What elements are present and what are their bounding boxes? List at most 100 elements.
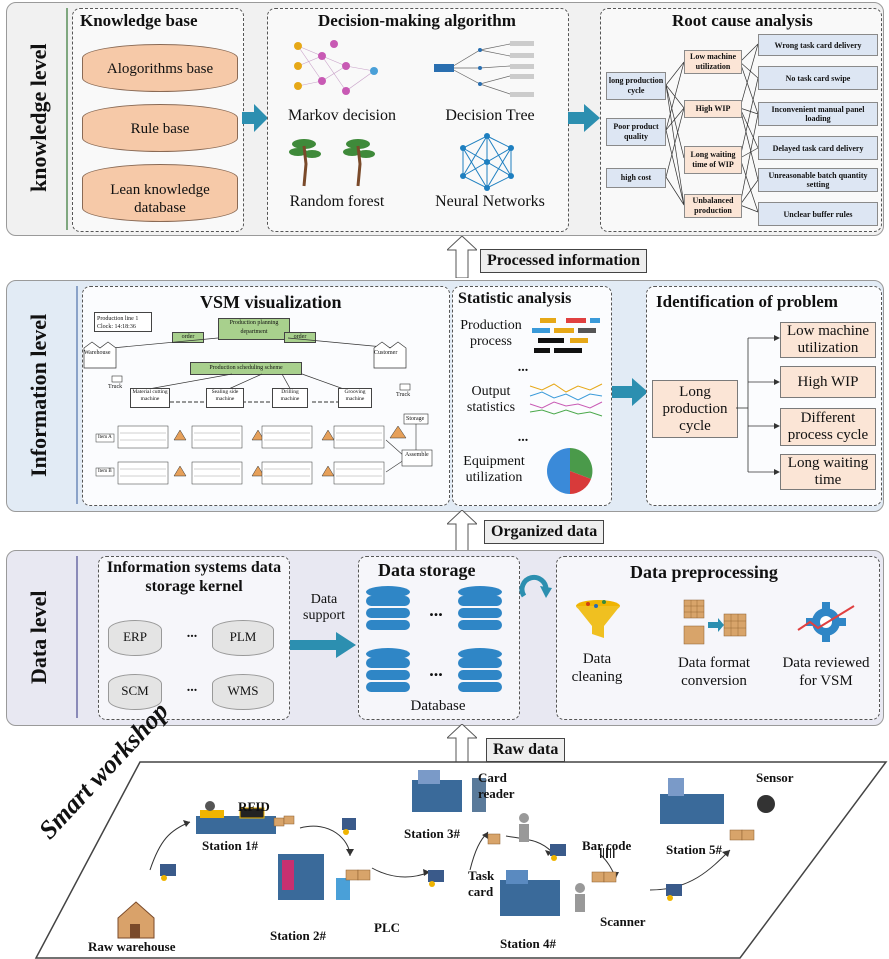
- knowledge-base-title: Knowledge base: [80, 11, 198, 30]
- vsm-clock-box: Production line 1 Clock: 14:18:36: [94, 312, 152, 332]
- markov-network-icon: [294, 40, 378, 95]
- erp-cylinder: ERP: [108, 620, 162, 656]
- stat-ellipsis-2: ...: [517, 430, 529, 445]
- rca-cause-poor-quality: Poor product quality: [606, 118, 666, 146]
- vsm-machine-sealing: Sealing side machine: [206, 388, 244, 408]
- wms-cylinder: WMS: [212, 674, 274, 710]
- vsm-scheduling-box: Production scheduling scheme: [190, 362, 302, 375]
- storage-ellipsis-2: ...: [429, 660, 443, 680]
- rca-mid-long-waiting: Long waiting time of WIP: [684, 146, 742, 174]
- identification-title: Identification of problem: [656, 292, 838, 311]
- rca-root-manual-loading: Inconvenient manual panel loading: [758, 102, 878, 126]
- vsm-planning-box: Production planning department: [218, 318, 290, 340]
- rca-root-wrong-delivery: Wrong task card delivery: [758, 34, 878, 56]
- decision-tree-icon: [434, 41, 534, 97]
- raw-data-label: Raw data: [486, 738, 566, 762]
- rfid-label: RFID: [238, 799, 270, 814]
- vsm-diagram-lines: [83, 337, 433, 485]
- rca-root-buffer-rules: Unclear buffer rules: [758, 202, 878, 226]
- data-support-label: Data support: [303, 592, 345, 623]
- format-conversion-icon: [683, 599, 747, 645]
- knowledge-level-label: knowledge level: [26, 43, 51, 193]
- workshop-floor: [34, 761, 888, 959]
- format-conversion-label: Data format conversion: [677, 655, 751, 689]
- vsm-machine-cutting: Material cutting machine: [130, 388, 170, 408]
- decision-tree-label: Decision Tree: [445, 107, 535, 124]
- algorithms-base-label: Alogorithms base: [106, 61, 214, 77]
- lean-knowledge-cylinder: Lean knowledge database: [82, 164, 238, 222]
- equipment-utilization-label: Equipment utilization: [463, 454, 525, 485]
- rule-base-label: Rule base: [130, 121, 190, 137]
- id-connectors: [736, 335, 780, 475]
- vsm-machine-drilling: Drilling machine: [272, 388, 308, 408]
- vsm-assemble-label: Assemble: [405, 452, 429, 458]
- vsm-clock: Clock: 14:18:36: [97, 324, 136, 330]
- data-storage-title: Data storage: [378, 560, 476, 580]
- output-statistics-label: Output statistics: [466, 384, 516, 415]
- rca-mid-low-utilization: Low machine utilization: [684, 50, 742, 74]
- refresh-arrow-icon: [519, 574, 552, 598]
- task-card-label: Task card: [468, 868, 508, 900]
- kernel-ellipsis-1: ...: [186, 626, 198, 641]
- lean-knowledge-label: Lean knowledge database: [110, 182, 210, 216]
- kernel-ellipsis-2: ...: [186, 680, 198, 695]
- rca-mid-high-wip: High WIP: [684, 100, 742, 118]
- card-reader-label: Card reader: [478, 770, 522, 802]
- organized-data-arrow: [447, 510, 477, 552]
- root-cause-title: Root cause analysis: [672, 11, 813, 30]
- random-forest-icon: [289, 139, 375, 187]
- funnel-icon: [576, 600, 620, 638]
- line-chart-icon: [529, 383, 603, 417]
- station-5-label: Station 5#: [666, 842, 722, 857]
- rca-cause-high-cost: high cost: [606, 168, 666, 188]
- vsm-order-right: order: [284, 332, 316, 343]
- rca-root-batch-quantity: Unreasonable batch quantity setting: [758, 168, 878, 192]
- raw-warehouse-label: Raw warehouse: [88, 939, 176, 954]
- scm-cylinder: SCM: [108, 674, 162, 710]
- decision-making-title: Decision-making algorithm: [318, 11, 516, 30]
- information-level-divider: [76, 286, 78, 504]
- neural-networks-label: Neural Networks: [435, 193, 545, 210]
- vsm-storage-label: Storage: [406, 416, 425, 422]
- rca-connections: [665, 43, 759, 213]
- vsm-customer-label: Customer: [374, 350, 398, 356]
- rca-cause-long-production-cycle: long production cycle: [606, 72, 666, 100]
- production-process-label: Production process: [460, 318, 522, 349]
- id-high-wip: High WIP: [780, 366, 876, 398]
- vsm-order-left: order: [172, 332, 204, 343]
- gantt-chart-icon: [532, 318, 600, 353]
- database-label: Database: [410, 698, 466, 714]
- rule-base-cylinder: Rule base: [82, 104, 238, 152]
- dm-to-rca-arrow: [568, 104, 600, 132]
- processed-information-label: Processed information: [480, 249, 648, 273]
- data-storage-box: [358, 556, 520, 720]
- raw-data-arrow: [447, 724, 477, 766]
- plm-cylinder: PLM: [212, 620, 274, 656]
- kernel-title: Information systems data storage kernel: [104, 558, 284, 596]
- task-card-text: Task card: [468, 868, 495, 899]
- data-cleaning-label: Data cleaning: [571, 651, 623, 685]
- algorithms-base-cylinder: Alogorithms base: [82, 44, 238, 92]
- organized-data-label: Organized data: [484, 520, 605, 544]
- processed-info-arrow: [447, 236, 477, 278]
- kernel-title-text: Information systems data storage kernel: [106, 559, 282, 595]
- rca-root-no-swipe: No task card swipe: [758, 66, 878, 90]
- information-level-label: Information level: [26, 313, 51, 477]
- station-2-label: Station 2#: [270, 928, 326, 943]
- stat-ellipsis-1: ...: [517, 360, 529, 375]
- gear-review-icon: [797, 602, 855, 642]
- bar-code-label: Bar code: [582, 838, 632, 853]
- data-level-divider: [76, 556, 78, 718]
- kb-to-dm-arrow: [242, 104, 268, 132]
- neural-network-icon: [460, 133, 514, 191]
- pie-chart-icon: [547, 448, 593, 494]
- data-reviewed-label: Data reviewed for VSM: [782, 655, 870, 689]
- data-level-label: Data level: [26, 590, 51, 684]
- id-long-production-cycle: Long production cycle: [652, 380, 738, 438]
- stat-to-id-arrow: [612, 378, 648, 406]
- vsm-item-a-label: Item A: [98, 435, 112, 440]
- plc-label: PLC: [374, 920, 400, 935]
- id-long-waiting-time: Long waiting time: [780, 454, 876, 490]
- sensor-label: Sensor: [756, 770, 794, 785]
- vsm-item-b-label: Item B: [98, 469, 112, 474]
